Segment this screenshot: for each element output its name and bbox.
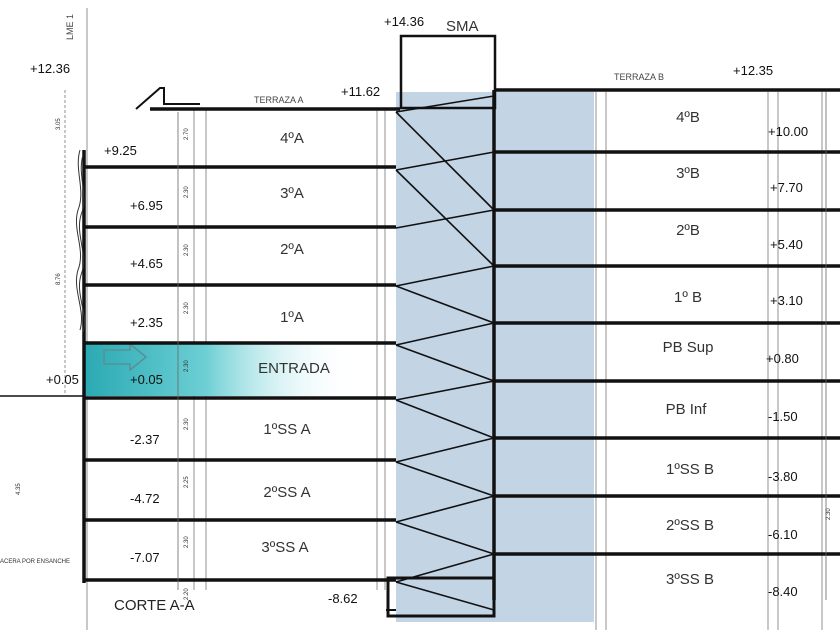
- basement-pit: [386, 576, 496, 618]
- facade-plants: [76, 149, 85, 333]
- floor-label-b: 1ºSS B: [666, 461, 714, 478]
- entrance-highlight: [84, 344, 354, 396]
- entrance-arrow-icon: [103, 342, 148, 372]
- level-label-a: -2.37: [130, 432, 160, 447]
- level-label-a: -4.72: [130, 491, 160, 506]
- level-label-b: +3.10: [770, 293, 803, 308]
- level-label-a: +4.65: [130, 256, 163, 271]
- level-label-b: +10.00: [768, 124, 808, 139]
- dimension-label: 2.30: [184, 186, 190, 198]
- level-label-a: +12.36: [30, 61, 70, 76]
- level-label-a: +0.05: [130, 372, 163, 387]
- floor-label-b: PB Sup: [663, 339, 714, 356]
- ramp-diagonals: [395, 95, 495, 611]
- floor-label-a: 1ºA: [280, 309, 304, 326]
- floor-label-a: 3ºSS A: [261, 539, 308, 556]
- dimension-label: 4.35: [16, 483, 22, 495]
- level-label-b: -3.80: [768, 469, 798, 484]
- level-label-b: +12.35: [733, 63, 773, 78]
- sma-label: SMA: [446, 18, 479, 35]
- drawing-title: CORTE A-A: [114, 597, 195, 614]
- floor-label-b: 2ºB: [676, 222, 700, 239]
- terrace-b-label: TERRAZA B: [614, 72, 664, 82]
- floor-label-a: 3ºA: [280, 185, 304, 202]
- floor-label-a: 2ºA: [280, 241, 304, 258]
- floor-label-b: 3ºSS B: [666, 571, 714, 588]
- level-label-a: +6.95: [130, 198, 163, 213]
- dimension-label: 2.30: [184, 244, 190, 256]
- column-lines: [64, 8, 823, 630]
- level-label-b: -1.50: [768, 409, 798, 424]
- dimension-label: 2.30: [184, 302, 190, 314]
- floor-label-a: 2ºSS A: [263, 484, 310, 501]
- dimension-label: 3.05: [56, 118, 62, 130]
- terrace-a-parapet: [135, 87, 200, 110]
- dimension-label: 2.70: [184, 128, 190, 140]
- block-a-floor-labels: 4ºA 3ºA 2ºA 1ºA ENTRADA 1ºSS A 2ºSS A 3ºSS A: [258, 130, 330, 556]
- dimension-chain: [177, 92, 827, 600]
- level-label-a: -8.62: [328, 591, 358, 606]
- level-label-a: -7.07: [130, 550, 160, 565]
- block-b-level-labels: +12.35 +10.00 +7.70 +5.40 +3.10 +0.80 -1.50 -3.…: [733, 63, 808, 599]
- floor-label-b: 1º B: [674, 289, 702, 306]
- level-label-a: +0.05: [46, 372, 79, 387]
- level-label-b: +0.80: [766, 351, 799, 366]
- dimension-label: 2.30: [826, 508, 832, 520]
- floor-label-a: 1ºSS A: [263, 421, 310, 438]
- sidewalk-note: ACERA POR ENSANCHE: [0, 559, 70, 565]
- sma-box: [399, 34, 497, 110]
- floor-label-b: 4ºB: [676, 109, 700, 126]
- level-label-b: +7.70: [770, 180, 803, 195]
- floor-label-b: 2ºSS B: [666, 517, 714, 534]
- block-b-floor-labels: 4ºB 3ºB 2ºB 1º B PB Sup PB Inf 1ºSS B 2ºSS B 3ºS…: [663, 109, 714, 588]
- floor-label-b: 3ºB: [676, 165, 700, 182]
- block-a-level-labels: +12.36 +11.62 +9.25 +6.95 +4.65 +2.35 +0.05 +0.…: [30, 61, 380, 606]
- dimension-labels: 3.05 2.70 2.30 2.30 2.30 2.30 2.30 2.25 2.30 2.20…: [16, 118, 832, 600]
- dimension-label: 2.30: [184, 536, 190, 548]
- level-label-b: +5.40: [770, 237, 803, 252]
- dimension-label: 2.30: [184, 418, 190, 430]
- terrace-a-label: TERRAZA A: [254, 95, 304, 105]
- block-b-slabs: [492, 88, 840, 600]
- level-label-a: +9.25: [104, 143, 137, 158]
- lme-label: LME 1: [65, 14, 75, 40]
- dimension-label: 2.20: [184, 588, 190, 600]
- level-label-b: -6.10: [768, 527, 798, 542]
- level-label-a: +11.62: [341, 84, 380, 99]
- block-a-slabs: [82, 107, 400, 611]
- floor-label-a: ENTRADA: [258, 360, 330, 377]
- sma-level: +14.36: [384, 14, 424, 29]
- level-label-b: -8.40: [768, 584, 798, 599]
- dimension-label: 2.25: [184, 476, 190, 488]
- floor-label-a: 4ºA: [280, 130, 304, 147]
- floor-label-b: PB Inf: [666, 401, 708, 418]
- dimension-label: 2.30: [184, 360, 190, 372]
- level-label-a: +2.35: [130, 315, 163, 330]
- dimension-label: 8.76: [56, 273, 62, 285]
